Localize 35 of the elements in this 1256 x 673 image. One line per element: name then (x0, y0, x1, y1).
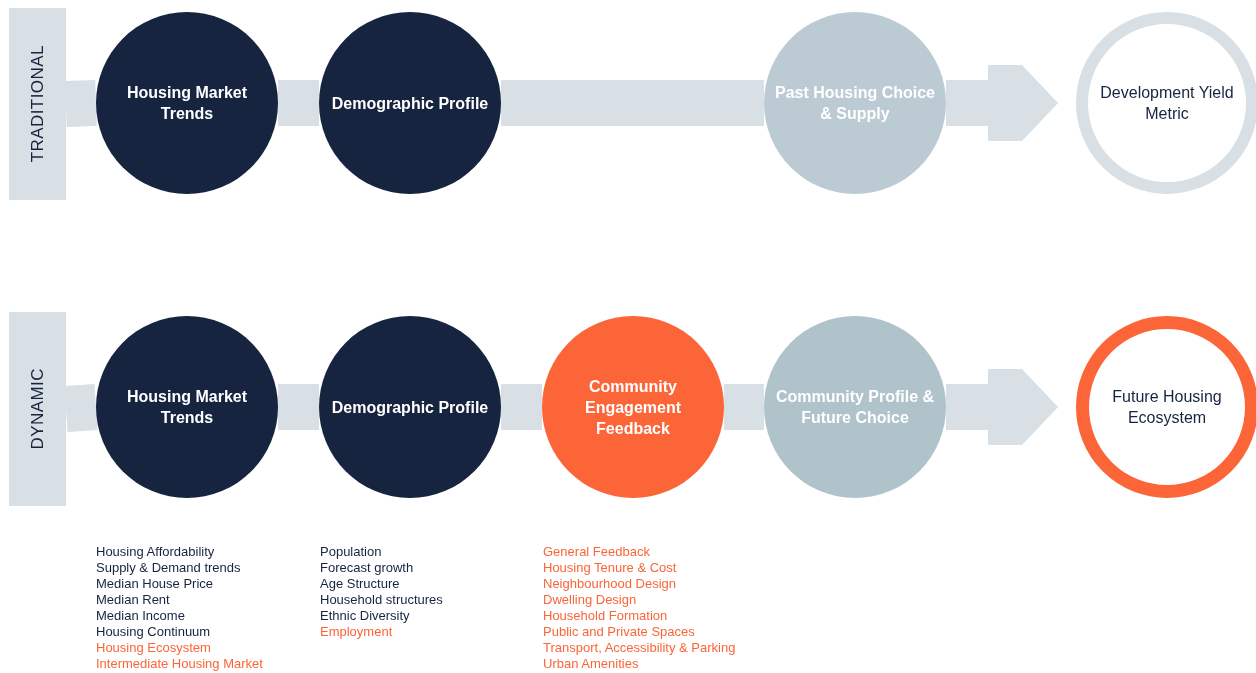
factor-item: Employment (320, 624, 394, 640)
factor-item: Public and Private Spaces (543, 624, 696, 640)
factor-item: Housing Ecosystem (96, 640, 212, 656)
factor-item: Intermediate Housing Market (96, 656, 263, 672)
stage-title: Demographic Profile (331, 397, 489, 418)
stage-title: Housing Market Trends (126, 387, 248, 428)
factor-item: Population (320, 544, 383, 560)
stage-title: Demographic Profile (331, 93, 489, 114)
stage-title: Housing Market Trends (126, 83, 248, 124)
factor-item: Forecast growth (320, 560, 415, 576)
factor-item: Supply & Demand trends (96, 560, 242, 576)
factor-item: Transport, Accessibility & Parking (543, 640, 736, 656)
factor-item: Median House Price (96, 576, 215, 592)
factor-item: Housing Tenure & Cost (543, 560, 678, 576)
factor-item: Median Income (96, 608, 186, 624)
stage-title: Future Housing Ecosystem (1111, 387, 1223, 428)
factor-item: Age Structure (320, 576, 401, 592)
stage-title: Community Engagement Feedback (584, 376, 682, 439)
factor-item: Household Formation (543, 608, 669, 624)
stage-title: Development Yield Metric (1099, 83, 1235, 124)
factor-item: Urban Amenities (543, 656, 640, 672)
factor-item: Dwelling Design (543, 592, 638, 608)
factor-item: Neighbourhood Design (543, 576, 677, 592)
factor-item: Median Rent (96, 592, 171, 608)
factor-item: General Feedback (543, 544, 651, 560)
factor-item: Housing Continuum (96, 624, 212, 640)
row-label: TRADITIONAL (26, 45, 48, 163)
stage-title: Past Housing Choice & Supply (774, 83, 936, 124)
row-label-band (9, 312, 66, 506)
row-label-band (9, 8, 66, 200)
factor-item: Household structures (320, 592, 443, 608)
factor-item: Housing Affordability (96, 544, 216, 560)
row-label: DYNAMIC (26, 368, 48, 450)
factor-item: Ethnic Diversity (320, 608, 411, 624)
stage-title: Community Profile & Future Choice (774, 387, 936, 428)
